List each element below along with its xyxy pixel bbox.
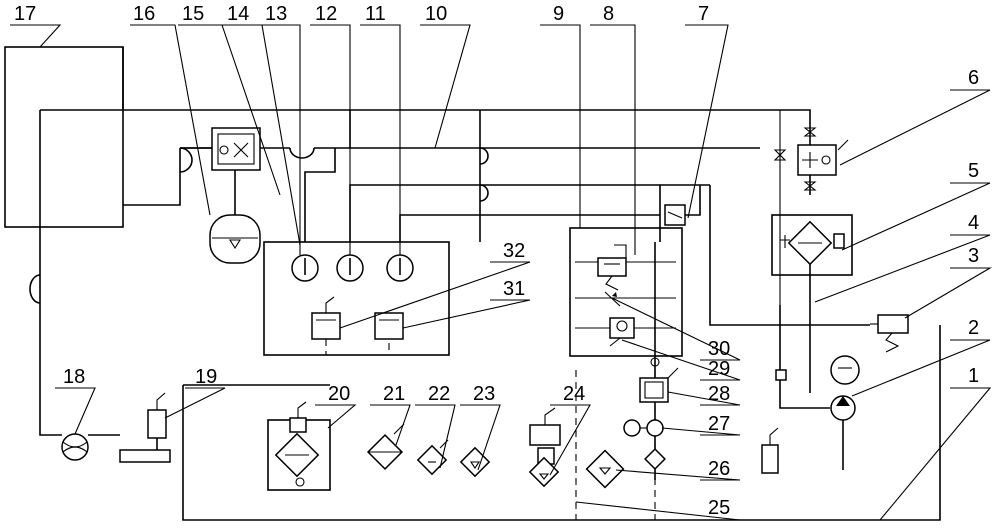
label-16: 16: [133, 3, 155, 25]
component-labels: 17 16 15 14 13 12 11 10 9 8 7 6 5 4 3 2 …: [14, 3, 979, 519]
label-2: 2: [968, 317, 979, 339]
component-17-tank: [4, 46, 124, 228]
label-31: 31: [503, 278, 525, 300]
pipe-network: [4, 46, 941, 521]
solenoid-right: [761, 444, 779, 474]
label-17: 17: [14, 3, 36, 25]
label-7: 7: [698, 3, 709, 25]
label-13: 13: [265, 3, 287, 25]
top-main-line: [39, 110, 62, 436]
label-6: 6: [968, 67, 979, 89]
component-24-valve: [528, 370, 656, 520]
label-20: 20: [328, 383, 350, 405]
label-3: 3: [968, 245, 979, 267]
label-27: 27: [708, 413, 730, 435]
label-18: 18: [63, 366, 85, 388]
component-5-filter: [771, 214, 853, 276]
label-23: 23: [473, 383, 495, 405]
component-27-gauges: [623, 419, 666, 470]
component-19-solenoid: [147, 409, 167, 439]
label-8: 8: [603, 3, 614, 25]
component-2-pump: [775, 355, 860, 421]
label-30: 30: [708, 338, 730, 360]
label-25: 25: [708, 497, 730, 519]
label-12: 12: [315, 3, 337, 25]
bottom-return-rail: [182, 325, 941, 521]
component-9-valve-block: [569, 227, 683, 357]
label-21: 21: [383, 383, 405, 405]
component-7-valve: [664, 204, 686, 226]
label-22: 22: [428, 383, 450, 405]
label-32: 32: [503, 240, 525, 262]
label-19: 19: [195, 366, 217, 388]
label-10: 10: [425, 3, 447, 25]
component-23-filter: [459, 446, 491, 478]
label-1: 1: [968, 365, 979, 387]
label-26: 26: [708, 458, 730, 480]
component-14-gauge-panel: [263, 241, 450, 356]
component-15-valve: [211, 127, 261, 171]
component-6-filter: [773, 110, 849, 305]
label-4: 4: [968, 212, 979, 234]
label-15: 15: [182, 3, 204, 25]
label-14: 14: [227, 3, 249, 25]
component-18-motor: [61, 433, 89, 461]
leader-lines: [10, 24, 993, 521]
component-3-valve: [870, 314, 909, 353]
label-11: 11: [365, 3, 386, 25]
label-24: 24: [563, 383, 585, 405]
component-32-sensor: [311, 312, 341, 340]
component-26-filter: [585, 449, 625, 489]
component-16-accumulator: [209, 195, 261, 264]
component-20-filter: [267, 401, 331, 491]
label-28: 28: [708, 383, 730, 405]
component-22-filter: [416, 439, 449, 476]
component-21-filter: [366, 423, 405, 471]
label-29: 29: [708, 358, 730, 380]
component-8-valve: [597, 257, 627, 277]
label-5: 5: [968, 160, 979, 182]
component-28-sensor: [639, 242, 679, 480]
label-9: 9: [553, 3, 564, 25]
component-31-sensor: [374, 312, 404, 340]
